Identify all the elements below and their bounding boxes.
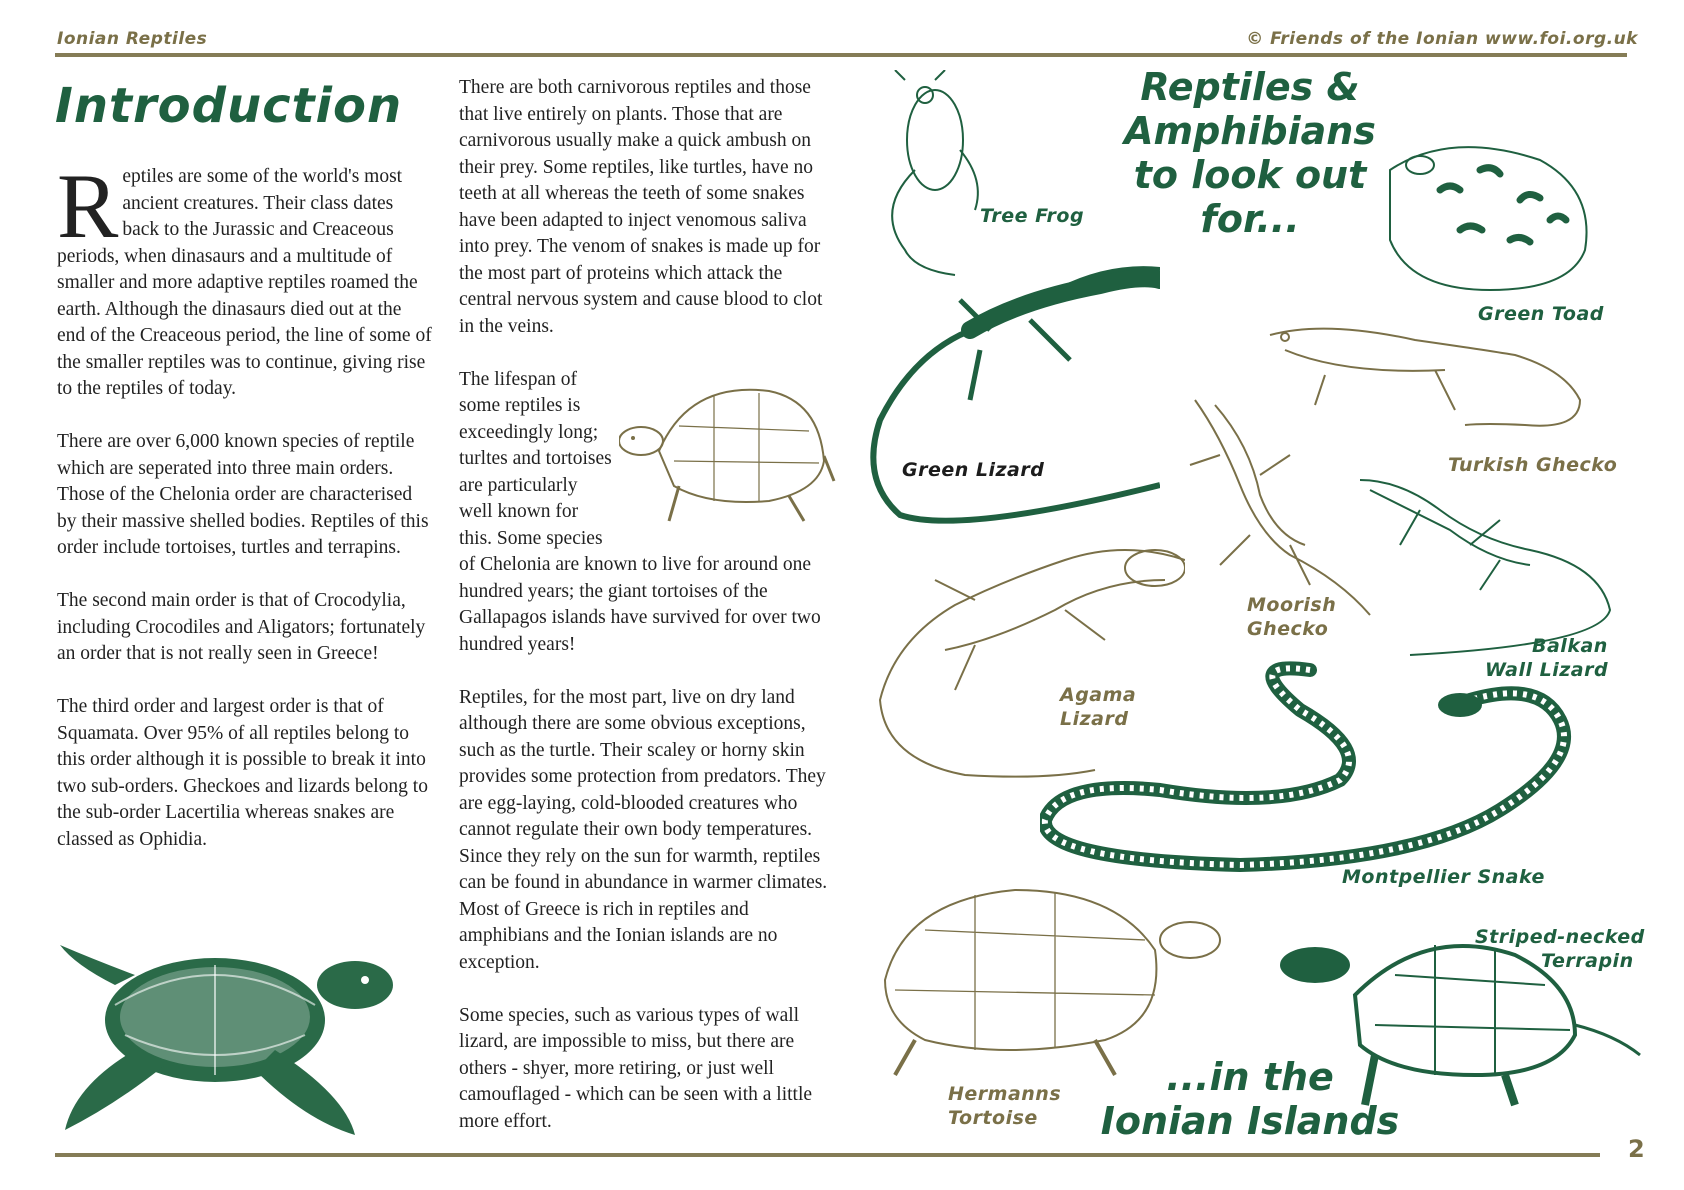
intro-paragraph-4: The third order and largest order is tha… <box>57 696 428 850</box>
body-paragraph-1: There are both carnivorous reptiles and … <box>459 77 823 337</box>
tree-frog-illustration <box>891 70 979 276</box>
label-tree-frog: Tree Frog <box>980 205 1085 227</box>
montpellier-snake-illustration <box>1040 661 1571 873</box>
label-hermanns-tortoise-line2: Tortoise <box>948 1107 1038 1129</box>
body-paragraph-3: Reptiles, for the most part, live on dry… <box>459 686 828 973</box>
intro-title: Introduction <box>55 78 403 134</box>
column-2: There are both carnivorous reptiles and … <box>459 75 839 1162</box>
sea-turtle-illustration <box>60 945 393 1135</box>
hermanns-tortoise-illustration <box>883 888 1221 1076</box>
body-paragraph-4: Some species, such as various types of w… <box>459 1004 813 1132</box>
label-turkish-ghecko: Turkish Ghecko <box>1448 454 1618 476</box>
label-terrapin-line1: Striped-necked <box>1475 926 1645 948</box>
label-agama-lizard-line2: Lizard <box>1060 708 1129 730</box>
intro-paragraph-2: There are over 6,000 known species of re… <box>57 431 429 558</box>
label-green-lizard: Green Lizard <box>902 459 1045 481</box>
label-balkan-wall-lizard-line1: Balkan <box>1532 635 1608 657</box>
label-terrapin-line2: Terrapin <box>1541 950 1634 972</box>
running-header-title: Ionian Reptiles <box>57 29 208 49</box>
label-green-toad: Green Toad <box>1478 303 1604 325</box>
moorish-gecko-illustration <box>1189 399 1371 616</box>
green-lizard-illustration <box>870 266 1160 524</box>
page-number: 2 <box>1628 1135 1645 1163</box>
label-agama-lizard-line1: Agama <box>1060 684 1137 706</box>
turkish-gecko-illustration <box>1269 327 1582 427</box>
balkan-wall-lizard-illustration <box>1360 479 1612 656</box>
tortoise-illustration <box>619 388 836 522</box>
green-toad-illustration <box>1389 146 1588 292</box>
label-moorish-ghecko-line1: Moorish <box>1247 594 1337 616</box>
label-hermanns-tortoise-line1: Hermanns <box>948 1083 1062 1105</box>
label-balkan-wall-lizard-line2: Wall Lizard <box>1485 659 1609 681</box>
body-paragraph-2: The lifespan of some reptiles is exceedi… <box>459 367 839 659</box>
panel-title: Reptiles & Amphibians to look out for... <box>1124 65 1376 241</box>
agama-lizard-illustration <box>878 549 1185 778</box>
intro-paragraph-3: The second main order is that of Crocody… <box>57 590 426 664</box>
label-montpellier-snake: Montpellier Snake <box>1342 866 1545 888</box>
label-moorish-ghecko-line2: Ghecko <box>1247 618 1329 640</box>
striped-necked-terrapin-illustration <box>1280 944 1641 1107</box>
bottom-rule <box>55 1153 1600 1157</box>
running-header-copyright: © Friends of the Ionian www.foi.org.uk <box>1246 29 1638 49</box>
panel-footer: ...in the Ionian Islands <box>1100 1055 1400 1143</box>
top-rule <box>55 53 1627 57</box>
drop-cap: R <box>57 155 119 257</box>
